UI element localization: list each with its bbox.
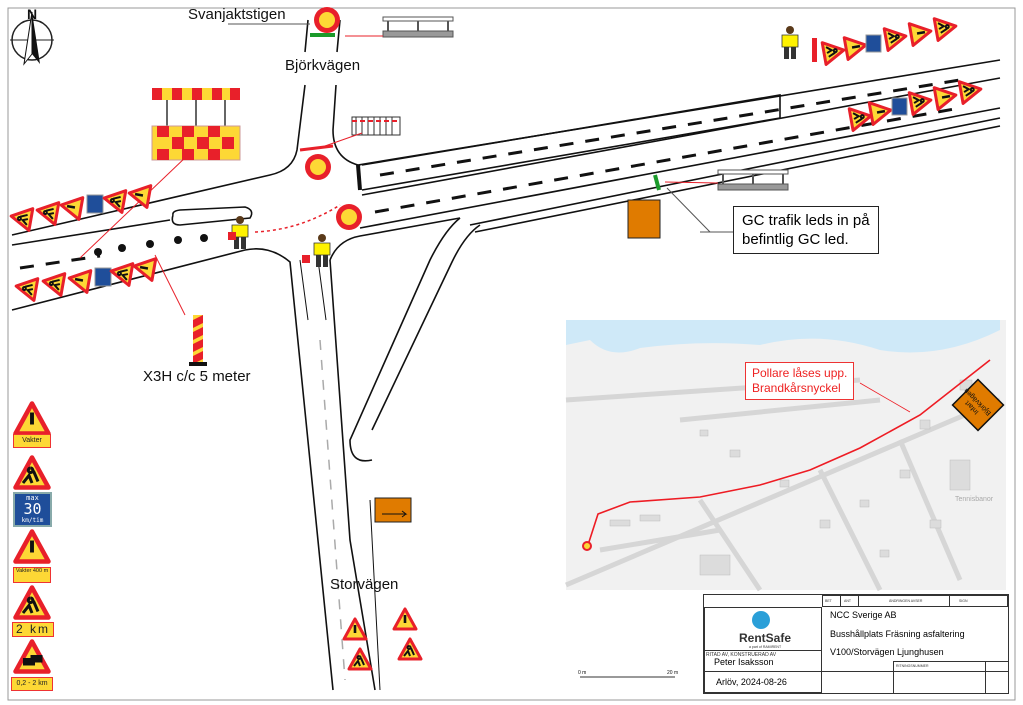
road-closure-line [299, 144, 334, 152]
gc-detour-sign-icon [374, 199, 661, 523]
drawn-by-label: RITAD AV, KONSTRUERAD AV [706, 652, 777, 658]
no-entry-sign-icon [336, 204, 362, 230]
gc-opening-marker [653, 174, 661, 191]
street-label-svanjaktstigen: Svanjaktstigen [188, 6, 286, 23]
rev-header-ant: ANT [844, 599, 851, 603]
rentsafe-logo-icon [752, 611, 770, 629]
flagger-worker-icon [781, 25, 799, 60]
no-entry-sign-icon [305, 154, 331, 180]
bollard-note-line1: Pollare låses upp. [752, 366, 848, 380]
drawn-by-name: Peter Isaksson [714, 657, 774, 667]
pointer-lines [79, 35, 719, 316]
gc-traffic-note: GC trafik leds in på befintlig GC led. [733, 206, 879, 254]
bollard-note: Pollare låses upp. Brandkårsnyckel [745, 362, 855, 400]
rev-header-andring: ÄNDRINGEN AVSER [889, 599, 923, 603]
x3h-marker-post-icon [189, 315, 207, 366]
legend-plate-vakter: Vakter [13, 434, 51, 448]
speed-sign-value: 30 [23, 500, 42, 518]
bollard-note-line2: Brandkårsnyckel [752, 381, 841, 395]
barrier-fence-icon [382, 16, 454, 38]
gc-note-line1: GC trafik leds in på [742, 212, 870, 229]
company-name: NCC Sverige AB [830, 610, 897, 620]
place-date: Arlöv, 2024-08-26 [716, 677, 787, 687]
speed-sign-top: max [26, 494, 39, 502]
sign-legend [13, 404, 52, 674]
compass-n-label: N [27, 6, 38, 22]
cone-row [94, 234, 208, 256]
project-title: Busshållplats Fräsning asfaltering [830, 629, 965, 639]
rev-header-sign: SIGN [959, 599, 968, 603]
drawing-border [7, 7, 1016, 701]
legend-plate-2km: 2 km [12, 622, 54, 637]
north-arrow-icon [10, 11, 54, 66]
logo-subtext: a part of RAMIRENT [749, 645, 782, 649]
title-block: BET ANT ÄNDRINGEN AVSER SIGN RentSafe a … [703, 594, 1009, 694]
speed-sign-unit: km/tim [21, 517, 44, 524]
infart-sign-icon [951, 378, 1005, 432]
road-barrier-icon [151, 88, 241, 161]
scale-start-label: 0 m [578, 670, 587, 676]
legend-plate-0-2-2km: 0,2 - 2 km [11, 677, 53, 691]
x3h-label: X3H c/c 5 meter [143, 368, 251, 385]
no-entry-marker-icon [582, 541, 592, 551]
warning-signs-south [342, 607, 423, 671]
warning-sign-row-east-bottom [847, 76, 985, 132]
rev-header-bet: BET [825, 599, 832, 603]
stop-paddle-icon [228, 232, 236, 240]
revision-header [822, 595, 1008, 607]
legend-speed-sign: max 30 km/tim [14, 494, 51, 525]
lane-dashes [19, 78, 961, 681]
street-label-bjorkvagen: Björkvägen [285, 57, 361, 74]
warning-sign-row-west-top [7, 180, 153, 232]
no-entry-sign-icon [314, 7, 340, 33]
map-label-tennisbanor: Tennisbanor [955, 496, 994, 503]
scale-end-label: 20 m [667, 670, 679, 676]
logo-text: RentSafe [739, 631, 792, 645]
drawing-number-label: RITNINGSNUMMER [896, 664, 929, 668]
gc-note-line2: befintlig GC led. [742, 231, 849, 248]
legend-plate-vakter-400: Vakter 400 m [13, 567, 51, 583]
warning-sign-row-east-top [812, 13, 960, 66]
crowd-barrier-icon [351, 116, 401, 136]
street-label-storvagen: Storvägen [330, 576, 399, 593]
project-location: V100/Storvägen Ljunghusen [830, 647, 944, 657]
barrier-fence-icon [717, 169, 789, 191]
stop-paddle-icon [302, 255, 310, 263]
flagger-worker-icon [313, 233, 331, 268]
detour-route-line [587, 359, 991, 546]
warning-sign-row-west-bottom [12, 253, 158, 302]
